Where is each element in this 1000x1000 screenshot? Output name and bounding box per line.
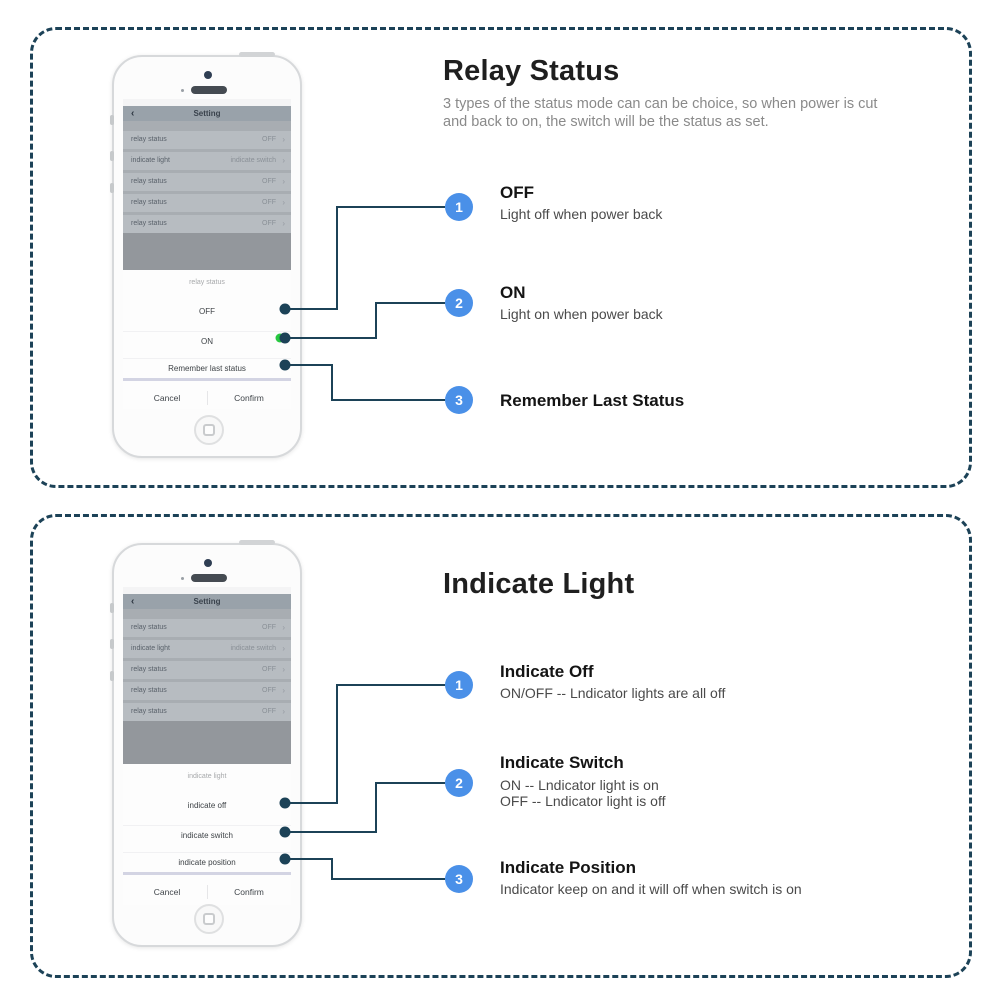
cancel-button[interactable]: Cancel: [153, 393, 181, 403]
volume-down-button: [110, 183, 114, 193]
item-heading-on: ON: [500, 283, 526, 302]
settings-row[interactable]: relay status OFF ›: [123, 131, 291, 149]
step-badge-3: 3: [445, 386, 473, 414]
chevron-right-icon: ›: [282, 219, 285, 228]
chevron-right-icon: ›: [282, 177, 285, 186]
mute-switch: [110, 603, 114, 613]
status-bar: [123, 99, 291, 106]
home-button[interactable]: [194, 415, 224, 445]
settings-row[interactable]: indicate light indicate switch ›: [123, 152, 291, 170]
item-description: Light off when power back: [500, 206, 663, 222]
sheet-divider: [123, 378, 291, 381]
chevron-right-icon: ›: [282, 665, 285, 674]
confirm-button[interactable]: Confirm: [234, 393, 264, 403]
nav-bar: ‹ Setting: [123, 594, 291, 609]
phone-screen: ‹ Setting relay status OFF › indicate li…: [123, 99, 291, 409]
item-description: Indicator keep on and it will off when s…: [500, 881, 802, 897]
sheet-option-indicate-position[interactable]: indicate position: [123, 852, 291, 871]
settings-row[interactable]: relay status OFF ›: [123, 173, 291, 191]
chevron-right-icon: ›: [282, 644, 285, 653]
home-button-square-icon: [203, 424, 215, 436]
home-button-square-icon: [203, 913, 215, 925]
settings-row[interactable]: relay status OFF ›: [123, 194, 291, 212]
panel-indicate-light: [30, 514, 972, 978]
back-icon[interactable]: ‹: [131, 108, 135, 119]
settings-row[interactable]: relay status OFF ›: [123, 215, 291, 233]
bottom-sheet: indicate light indicate off indicate swi…: [123, 764, 291, 905]
sheet-option-remember[interactable]: Remember last status: [123, 358, 291, 377]
sheet-title: relay status: [189, 279, 225, 286]
step-badge-1: 1: [445, 671, 473, 699]
sheet-buttons: Cancel Confirm: [123, 389, 291, 407]
volume-up-button: [110, 639, 114, 649]
sensor-dot: [181, 89, 184, 92]
item-description: Light on when power back: [500, 306, 663, 322]
earpiece-speaker: [191, 574, 227, 582]
panel-relay-status: [30, 27, 972, 488]
dim-overlay: [123, 233, 291, 270]
item-description: ON -- Lndicator light is on: [500, 777, 659, 793]
button-divider: [207, 391, 208, 405]
earpiece-speaker: [191, 86, 227, 94]
chevron-right-icon: ›: [282, 198, 285, 207]
settings-row[interactable]: relay status OFF ›: [123, 619, 291, 637]
sheet-option-indicate-off[interactable]: indicate off: [187, 801, 227, 810]
step-badge-1: 1: [445, 193, 473, 221]
chevron-right-icon: ›: [282, 156, 285, 165]
chevron-right-icon: ›: [282, 707, 285, 716]
sheet-title: indicate light: [187, 773, 227, 780]
sheet-option-off[interactable]: OFF: [199, 307, 215, 316]
phone-screen: ‹ Setting relay status OFF › indicate li…: [123, 587, 291, 905]
settings-row[interactable]: indicate light indicate switch ›: [123, 640, 291, 658]
confirm-button[interactable]: Confirm: [234, 887, 264, 897]
page-title-relay-status: Relay Status: [443, 55, 620, 87]
step-badge-3: 3: [445, 865, 473, 893]
settings-row[interactable]: relay status OFF ›: [123, 661, 291, 679]
item-heading-indicate-switch: Indicate Switch: [500, 753, 624, 772]
phone-mockup-relay: ‹ Setting relay status OFF › indicate li…: [110, 52, 302, 458]
sensor-dot: [181, 577, 184, 580]
status-bar: [123, 587, 291, 594]
phone-mockup-indicate: ‹ Setting relay status OFF › indicate li…: [110, 540, 302, 947]
step-badge-2: 2: [445, 289, 473, 317]
sheet-divider: [123, 872, 291, 875]
cancel-button[interactable]: Cancel: [153, 887, 181, 897]
item-heading-off: OFF: [500, 183, 534, 202]
front-camera: [204, 559, 212, 567]
home-button[interactable]: [194, 904, 224, 934]
dim-overlay: [123, 721, 291, 764]
sheet-option-on[interactable]: ON: [123, 331, 291, 350]
item-heading-remember-last-status: Remember Last Status: [500, 391, 685, 410]
step-badge-2: 2: [445, 769, 473, 797]
chevron-right-icon: ›: [282, 135, 285, 144]
sheet-option-indicate-switch[interactable]: indicate switch: [123, 825, 291, 844]
front-camera: [204, 71, 212, 79]
item-heading-indicate-off: Indicate Off: [500, 662, 594, 681]
nav-title: Setting: [193, 597, 221, 606]
sheet-buttons: Cancel Confirm: [123, 883, 291, 901]
button-divider: [207, 885, 208, 899]
item-description: ON/OFF -- Lndicator lights are all off: [500, 685, 726, 701]
relay-status-description: 3 types of the status mode can can be ch…: [443, 96, 878, 130]
nav-title: Setting: [193, 109, 221, 118]
mute-switch: [110, 115, 114, 125]
chevron-right-icon: ›: [282, 686, 285, 695]
item-heading-indicate-position: Indicate Position: [500, 858, 637, 877]
settings-row[interactable]: relay status OFF ›: [123, 703, 291, 721]
power-button: [239, 52, 275, 57]
nav-bar: ‹ Setting: [123, 106, 291, 121]
settings-row[interactable]: relay status OFF ›: [123, 682, 291, 700]
page-title-indicate-light: Indicate Light: [443, 568, 635, 600]
back-icon[interactable]: ‹: [131, 596, 135, 607]
bottom-sheet: relay status OFF ON Remember last status…: [123, 270, 291, 409]
item-description: OFF -- Lndicator light is off: [500, 793, 666, 809]
power-button: [239, 540, 275, 545]
chevron-right-icon: ›: [282, 623, 285, 632]
volume-down-button: [110, 671, 114, 681]
volume-up-button: [110, 151, 114, 161]
